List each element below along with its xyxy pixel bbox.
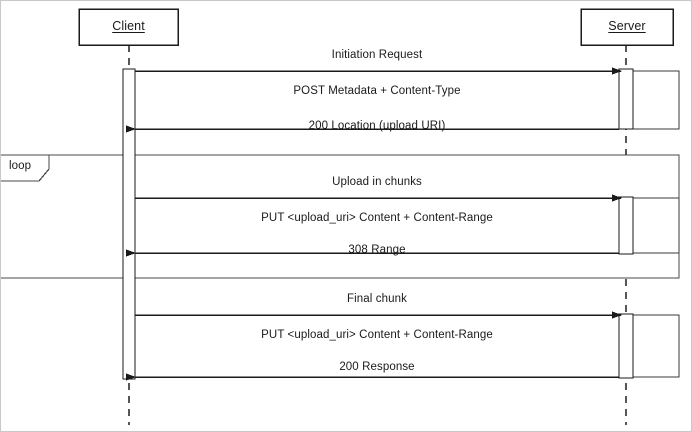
actor-box-client (78, 8, 179, 46)
group-final (134, 314, 680, 378)
server-activations (618, 68, 634, 379)
server-activation-3 (618, 313, 634, 379)
loop-fragment-label: loop (9, 160, 32, 172)
request-arrows (135, 67, 622, 319)
message-label-308-range: 308 Range (348, 244, 406, 256)
message-label-200-response: 200 Response (339, 361, 415, 373)
message-label-put-chunk: PUT <upload_uri> Content + Content-Range (261, 212, 493, 224)
message-label-put-final-chunk: PUT <upload_uri> Content + Content-Range (261, 329, 493, 341)
message-caption-final-chunk: Final chunk (347, 293, 407, 305)
server-activation-1 (618, 68, 634, 130)
message-label-post-metadata: POST Metadata + Content-Type (293, 85, 461, 97)
actor-box-server (580, 8, 674, 46)
message-label-200-location: 200 Location (upload URI) (308, 120, 446, 132)
message-caption-upload-in-chunks: Upload in chunks (332, 176, 422, 188)
actor-label-server: Server (608, 19, 646, 33)
group-chunk (134, 197, 680, 254)
response-arrows (126, 125, 619, 381)
message-caption-initiation-request: Initiation Request (331, 49, 423, 61)
client-activation (122, 68, 136, 380)
server-activation-2 (618, 196, 634, 255)
actor-boxes (78, 8, 674, 46)
actor-label-client: Client (112, 19, 145, 33)
